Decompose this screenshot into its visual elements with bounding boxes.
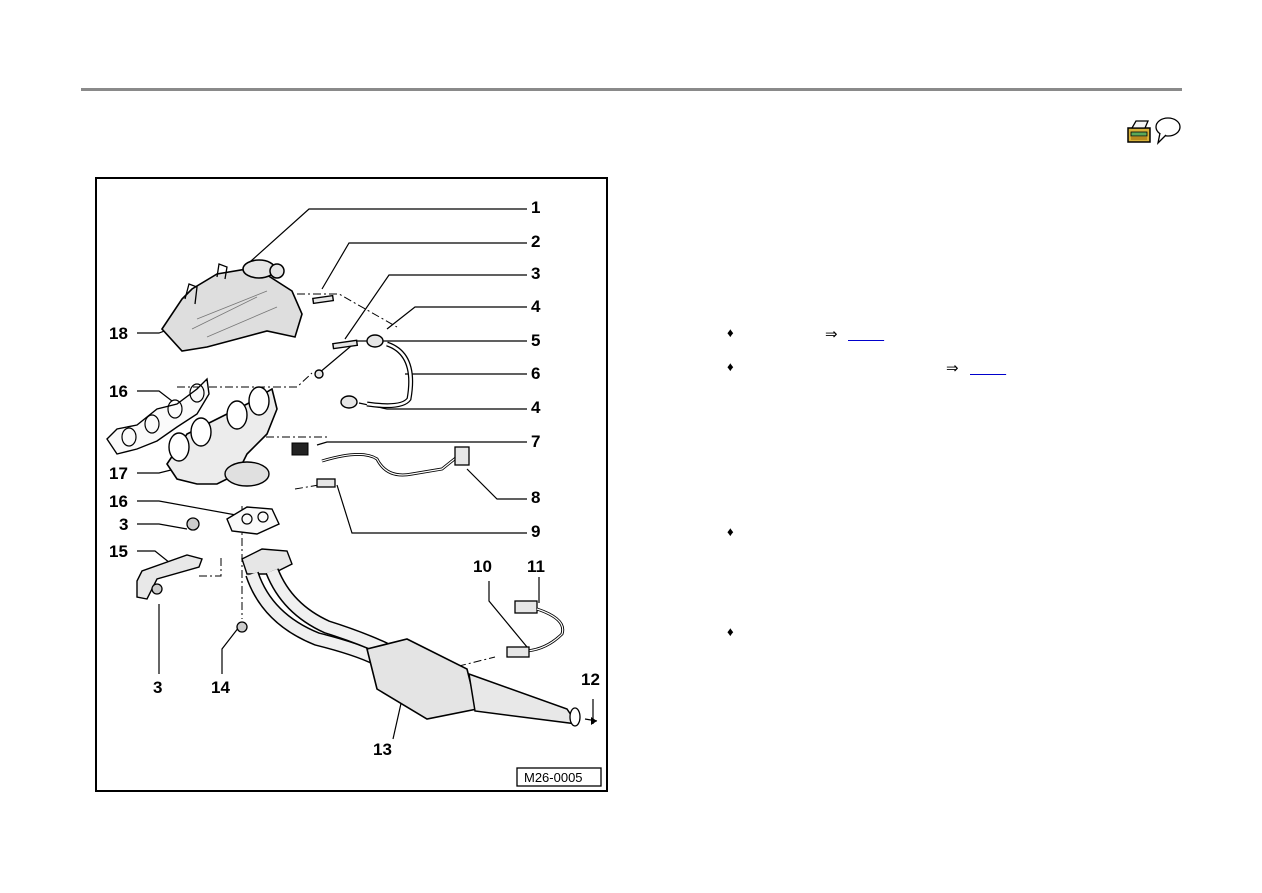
figure-id-box — [516, 767, 602, 787]
leader-lines — [137, 208, 594, 740]
callout-13: 13 — [373, 740, 392, 759]
part-gasket-upper — [106, 377, 210, 455]
callout-4: 4 — [531, 297, 541, 316]
part-gasket-lower — [226, 506, 280, 535]
ref-arrow-1: ⇒ — [825, 326, 838, 343]
callout-5: 5 — [531, 331, 540, 350]
callout-16-lower: 16 — [109, 492, 128, 511]
callout-labels: 1 2 3 4 5 6 4 7 8 9 18 16 17 16 3 15 3 1… — [109, 198, 600, 759]
part-sensors — [291, 442, 565, 658]
callout-1: 1 — [531, 198, 540, 217]
ref-arrow-2: ⇒ — [946, 360, 959, 377]
callout-17: 17 — [109, 464, 128, 483]
callout-4-lower: 4 — [531, 398, 541, 417]
callout-3-upper-left: 3 — [119, 515, 128, 534]
bullet-1: ♦ — [727, 325, 734, 340]
exhaust-manifold-diagram: 1 2 3 4 5 6 4 7 8 9 18 16 17 16 3 15 3 1… — [95, 177, 608, 792]
part-bolts — [312, 294, 359, 379]
callout-2: 2 — [531, 232, 540, 251]
bullet-4: ♦ — [727, 624, 734, 639]
part-downpipe-catalytic-converter — [241, 548, 598, 727]
callout-18: 18 — [109, 324, 128, 343]
part-heat-shield — [160, 263, 303, 352]
part-flange-cap — [242, 259, 285, 279]
toolbar-icons-svg — [1127, 117, 1181, 145]
callout-9: 9 — [531, 522, 540, 541]
callout-7: 7 — [531, 432, 540, 451]
callout-14: 14 — [211, 678, 230, 697]
callout-16-upper: 16 — [109, 382, 128, 401]
bullet-2: ♦ — [727, 359, 734, 374]
reference-link-2[interactable] — [970, 362, 1062, 376]
callout-12: 12 — [581, 670, 600, 689]
assembly-centerlines — [177, 293, 496, 675]
printer-icon[interactable] — [1127, 120, 1151, 143]
callout-3: 3 — [531, 264, 540, 283]
reference-link-1[interactable] — [848, 328, 940, 342]
callout-15: 15 — [109, 542, 128, 561]
figure-id: M26-0005 — [524, 770, 583, 785]
speech-bubble-icon[interactable] — [1155, 117, 1181, 145]
callout-11: 11 — [527, 557, 545, 576]
exploded-view-svg: 1 2 3 4 5 6 4 7 8 9 18 16 17 16 3 15 3 1… — [106, 198, 602, 787]
part-connecting-pipe — [340, 334, 414, 409]
bullet-3: ♦ — [727, 524, 734, 539]
header-rule — [81, 88, 1182, 91]
part-bracket — [136, 517, 248, 633]
callout-8: 8 — [531, 488, 540, 507]
callout-3-lower-left: 3 — [153, 678, 162, 697]
part-exhaust-manifold — [166, 386, 278, 487]
callout-6: 6 — [531, 364, 540, 383]
toolbar — [1127, 116, 1183, 148]
callout-10: 10 — [473, 557, 492, 576]
